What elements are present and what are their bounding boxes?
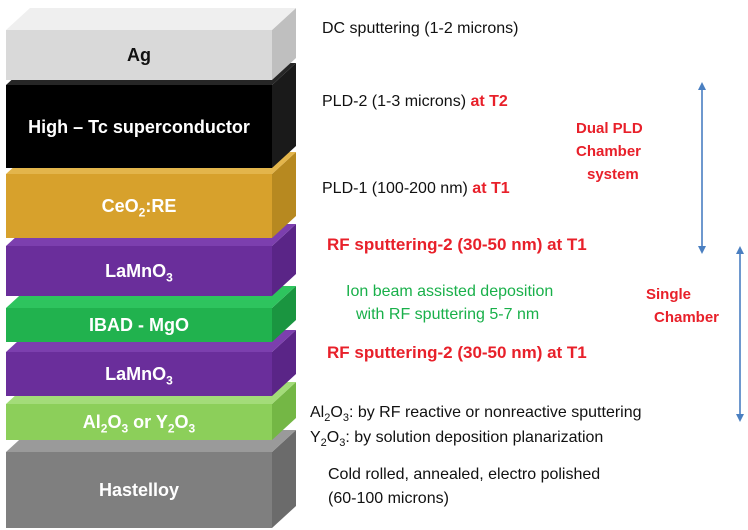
al2o3-rest: : by RF reactive or nonreactive sputteri… [348,404,642,421]
y2o3-sub1: 2 [320,437,327,450]
ag-description: DC sputtering (1-2 microns) [322,20,519,37]
hts-layer-label: High – Tc superconductor [6,115,272,139]
hastelloy-description-line1: Cold rolled, annealed, electro polished [328,466,601,483]
lamno3_top-side-face [272,224,296,296]
buffer-label-part: Al [82,412,101,432]
single-chamber-arrow-head-top [736,246,744,254]
pld1-text: PLD-1 (100-200 nm) [322,180,468,197]
al2o3-mid: O [330,404,343,421]
rf-sputtering-bottom-description: RF sputtering-2 (30-50 nm) at T1 [327,343,587,362]
ag-front-face [6,30,272,80]
ibad-side-face [272,286,296,342]
ag-layer-label: Ag [6,43,272,67]
single-chamber-arrow-head-bottom [736,414,744,422]
buffer-label-part: 2 [100,421,108,436]
ceo2-front-face [6,174,272,238]
single-chamber-label-line2: Chamber [654,309,720,326]
ceo2-layer-label: CeO2:RE [6,194,272,225]
ag-label-part: Ag [127,45,151,65]
rf-sputtering-top-description: RF sputtering-2 (30-50 nm) at T1 [327,235,587,254]
pld1-temperature: at T1 [472,180,510,197]
lamno3_top-label-part: LaMnO [105,261,167,281]
al2o3-description: Al2O3: by RF reactive or nonreactive spu… [310,404,642,424]
buffer-layer-label: Al2O3 or Y2O3 [6,410,272,441]
hastelloy-front-face [6,452,272,528]
dual-pld-chamber-arrow-head-bottom [698,246,706,254]
ceo2-label-part: CeO [101,196,139,216]
ceo2-label-part: 2 [138,205,146,220]
buffer-label-part: 3 [188,421,196,436]
hastelloy-layer-label: Hastelloy [6,478,272,502]
dual-pld-label-line2: Chamber [576,143,642,160]
lamno3_top-layer-label: LaMnO3 [6,259,272,290]
hastelloy-side-face [272,430,296,528]
buffer-label-part: O [174,412,189,432]
buffer-side-face [272,382,296,440]
y2o3-description: Y2O3: by solution deposition planarizati… [310,429,603,449]
hts-front-face [6,85,272,168]
buffer-label-part: O [107,412,122,432]
hastelloy-description-line2: (60-100 microns) [328,490,449,507]
al2o3-sub1: 2 [324,412,331,425]
y2o3-mid: O [326,429,340,446]
y2o3-prefix: Y [310,429,321,446]
ag-side-face [272,8,296,80]
y2o3-rest: : by solution deposition planarization [345,429,604,446]
buffer-label-part: 2 [167,421,175,436]
y2o3-sub2: 3 [339,437,346,450]
dual-pld-label-line3: system [587,166,639,183]
pld1-description: PLD-1 (100-200 nm) at T1 [322,180,510,198]
pld2-description: PLD-2 (1-3 microns) at T2 [322,93,508,111]
al2o3-prefix: Al [310,404,325,421]
al2o3-sub2: 3 [342,412,349,425]
ibad-layer-label: IBAD - MgO [6,313,272,337]
hastelloy-label-part: Hastelloy [98,480,180,500]
lamno3_bottom-front-face [6,352,272,396]
dual-pld-label-line1: Dual PLD [576,120,643,137]
ibad-description-line2: with RF sputtering 5-7 nm [356,306,540,323]
ibad-front-face [6,308,272,342]
pld2-temperature: at T2 [470,93,508,110]
buffer-label-part: or Y [128,412,168,432]
ceo2-label-part: :RE [145,196,177,216]
lamno3_top-label-part: 3 [166,270,173,285]
lamno3_bottom-layer-label: LaMnO3 [6,362,272,393]
ceo2-side-face [272,152,296,238]
single-chamber-label-line1: Single [646,286,692,303]
lamno3_bottom-label-part: 3 [166,373,173,388]
lamno3_bottom-label-part: LaMnO [105,364,167,384]
lamno3_top-front-face [6,246,272,296]
hts-side-face [272,63,296,168]
buffer-front-face [6,404,272,440]
ag-top-face [6,8,296,30]
ibad-description-line1: Ion beam assisted deposition [346,283,554,300]
pld2-text: PLD-2 (1-3 microns) [322,93,467,110]
hts-label-part: High – Tc superconductor [28,116,250,137]
dual-pld-chamber-arrow-head-top [698,82,706,90]
ibad-label-part: IBAD - MgO [89,315,189,335]
buffer-label-part: 3 [121,421,129,436]
